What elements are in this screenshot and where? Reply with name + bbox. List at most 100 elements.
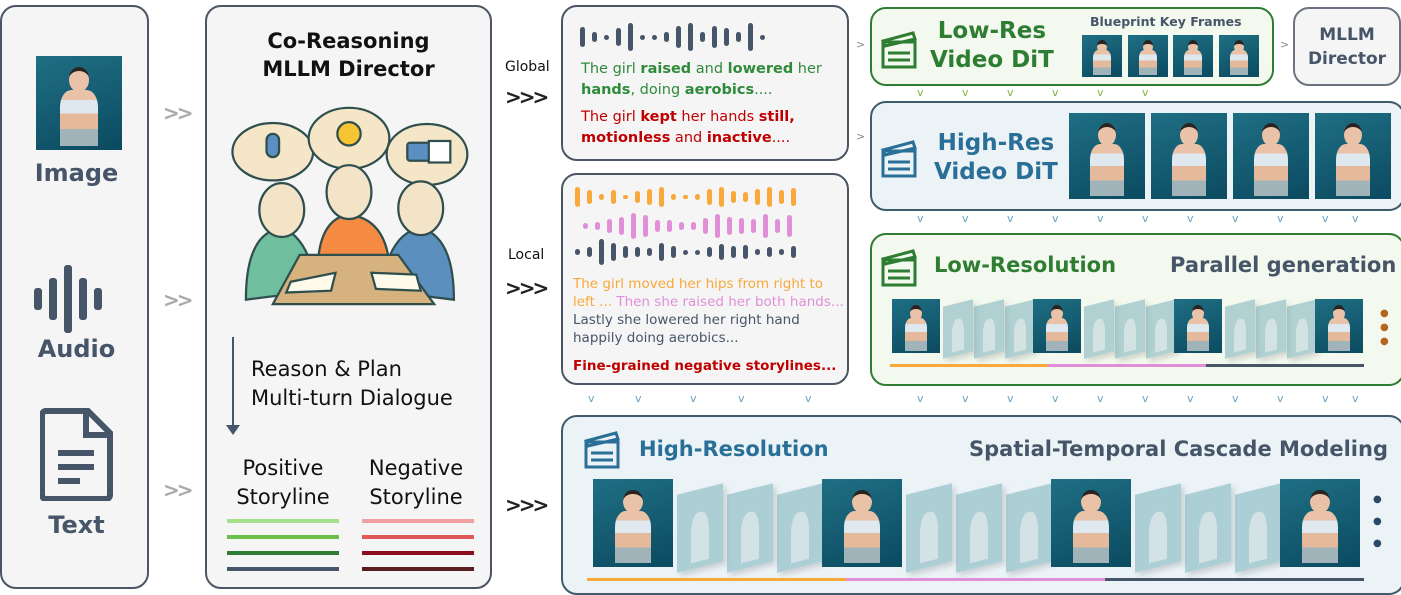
image-label: Image [34,159,119,187]
waveform-bar [579,27,585,47]
down-chevron: v [1097,212,1104,225]
down-chevron: v [738,392,745,405]
reason-line2: Multi-turn Dialogue [251,386,453,410]
intermediate-frame [1135,483,1181,573]
intermediate-frame [1084,299,1114,359]
down-chevron: v [1007,212,1014,225]
waveform-bar [738,218,744,234]
intermediate-frame [956,483,1002,573]
director-title-line1: Co-Reasoning [267,29,430,53]
intermediate-frame [1005,299,1035,359]
global-positive-text: The girl raised and lowered her hands, d… [581,59,831,101]
down-chevron: v [1322,212,1329,225]
arrow-local: >>> [505,276,549,300]
story-fragment: hands [581,82,631,98]
down-chevron: v [1352,392,1359,405]
down-arrow [232,337,234,432]
local-seg3: Lastly she lowered her right hand happil… [573,312,800,346]
waveform-bar [670,193,676,200]
storyline-timeline-segment [1048,364,1206,367]
waveform-bar [603,34,609,40]
video-frame [1128,35,1168,77]
negative-storyline-lines [362,519,474,571]
arrow-image: >> [163,101,193,125]
story-fragment: inactive [706,130,772,146]
positive-storyline-lines [227,519,339,571]
waveform-bar [598,193,604,200]
local-waveform-pink [579,213,795,239]
waveform-bar [594,222,600,230]
waveform-bar [610,189,616,204]
clapperboard-icon [880,140,917,178]
waveform-bar [706,188,712,205]
video-frame [593,479,673,567]
storyline-timeline-segment [1206,364,1364,367]
intermediate-frame [727,483,773,573]
audio-label: Audio [37,335,116,363]
local-label: Local [508,247,545,263]
local-waveform-dark [571,239,799,265]
intermediate-frame [1146,299,1176,359]
waveform-bar [730,246,736,258]
intermediate-frame [777,483,823,573]
waveform-bar [606,219,612,233]
local-storyline-box: The girl moved her hips from right to le… [561,173,849,385]
waveform-bar [658,186,664,207]
reason-plan-text: Reason & Plan Multi-turn Dialogue [251,355,453,413]
waveform-bar [682,249,688,255]
waveform-bar [598,239,604,265]
down-chevron: v [1142,392,1149,405]
ellipsis-dots: ●●● [1380,308,1389,347]
storyline-timeline-segment [846,578,1105,581]
waveform-bar [714,214,720,238]
high-resolution-box: High-Resolution Spatial-Temporal Cascade… [561,415,1401,595]
down-chevron: v [805,392,812,405]
waveform-bar [582,223,588,229]
waveform-bar [790,187,796,206]
waveform-bar [651,34,657,40]
story-fragment: motionless [581,130,671,146]
story-fragment: aerobics [684,82,755,98]
waveform-bar [699,32,705,42]
waveform-bar [694,249,700,255]
waveform-bar [735,32,741,42]
video-frame [1315,299,1363,353]
mllm-director-line1: MLLM [1319,25,1375,45]
video-frame [892,299,940,353]
waveform-bar [706,247,712,257]
positive-line2: Storyline [236,485,330,509]
cascade-modeling-label: Spatial-Temporal Cascade Modeling [969,437,1388,461]
waveform-bar [747,23,753,51]
waveform-bar [658,243,664,261]
waveform-bar [762,214,768,238]
low-resolution-title: Low-Resolution [934,253,1117,277]
local-seg2: Then she raised her both hands... [616,294,844,310]
intermediate-frame [1235,483,1281,573]
arrow-to-highres: > [856,130,866,143]
input-image [36,56,122,150]
story-fragment: lowered [727,61,794,77]
waveform-bar [766,186,772,207]
waveform-bar [646,188,652,205]
down-chevron: v [588,392,595,405]
intermediate-frame [1185,483,1231,573]
text-label: Text [48,511,105,539]
arrow-text: >> [163,478,193,502]
waveform-bar [786,215,792,237]
video-frame [1173,35,1213,77]
down-chevron: v [1007,86,1014,99]
intermediate-frame [974,299,1004,359]
down-chevron: v [690,392,697,405]
waveform-bar [586,189,592,204]
down-chevron: v [917,86,924,99]
director-title-line2: MLLM Director [262,57,435,81]
arrow-to-mllm: > [1280,38,1290,51]
down-chevron: v [1052,392,1059,405]
waveform-bar [711,26,717,48]
waveform-bar [634,247,640,257]
positive-line1: Positive [242,456,324,480]
blueprint-keyframes-label: Blueprint Key Frames [1090,14,1242,29]
